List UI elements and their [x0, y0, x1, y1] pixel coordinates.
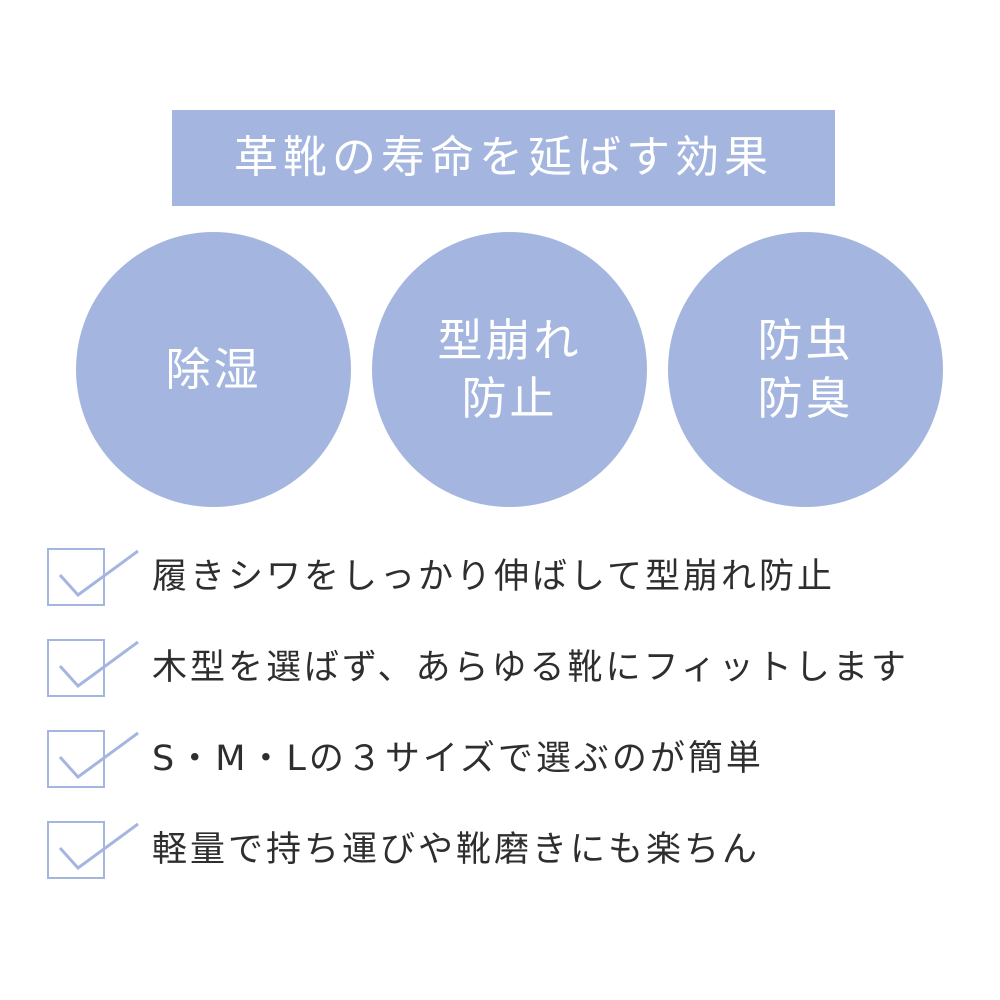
title-banner: 革靴の寿命を延ばす効果: [172, 110, 835, 206]
checklist-item-text: S・M・Lの３サイズで選ぶのが簡単: [152, 739, 764, 779]
checklist-item: 履きシワをしっかり伸ばして型崩れ防止: [44, 545, 974, 609]
benefit-circle-shape-keeping: 型崩れ 防止: [372, 232, 647, 507]
checkmark-icon: [58, 549, 139, 598]
checklist-item-text: 木型を選ばず、あらゆる靴にフィットします: [152, 648, 909, 688]
checklist-item: 軽量で持ち運びや靴磨きにも楽ちん: [44, 818, 974, 882]
checklist-item: 木型を選ばず、あらゆる靴にフィットします: [44, 636, 974, 700]
checklist-item-text: 履きシワをしっかり伸ばして型崩れ防止: [152, 557, 835, 597]
benefit-circle-insect-odor: 防虫 防臭: [668, 232, 943, 507]
checklist-item: S・M・Lの３サイズで選ぶのが簡単: [44, 727, 974, 791]
benefit-circle-label-line1: 防虫: [757, 313, 854, 367]
benefit-circle-dehumidify: 除湿: [76, 232, 351, 507]
benefit-circle-label-line2: 防止: [461, 371, 558, 425]
checklist-item-text: 軽量で持ち運びや靴磨きにも楽ちん: [152, 830, 761, 870]
checkmark-icon: [58, 640, 139, 689]
benefit-circle-label-line1: 型崩れ: [437, 313, 582, 367]
checkmark-icon: [58, 731, 139, 780]
checkmark-icon: [58, 822, 139, 871]
page-title: 革靴の寿命を延ばす効果: [234, 132, 773, 183]
benefit-circle-label-line2: 防臭: [757, 371, 854, 425]
benefit-circle-label: 除湿: [165, 342, 262, 396]
